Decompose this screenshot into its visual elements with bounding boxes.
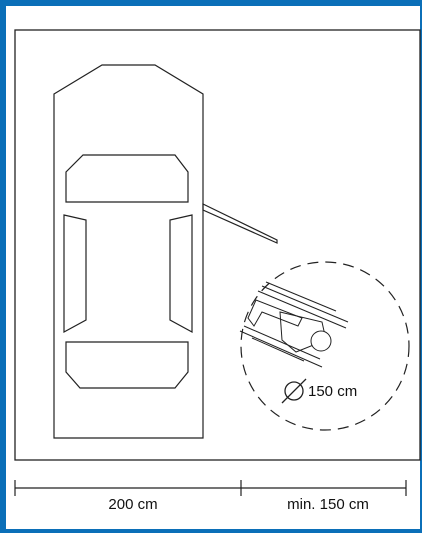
car-window-left [63,214,87,334]
turning-circle [240,261,410,431]
wheelchair-user-icon [239,281,349,368]
parking-bay-outline [14,29,421,461]
car [53,64,278,439]
car-open-door [202,203,278,244]
car-space-width-label: 200 cm [108,496,157,513]
car-body [53,64,204,439]
car-window-right [169,214,193,334]
dimension-line [14,480,407,496]
diameter-icon [281,378,307,404]
turning-circle-label: 150 cm [308,383,357,400]
car-windshield [65,154,189,203]
car-rear-window [65,341,189,389]
access-space-width-label: min. 150 cm [287,496,369,513]
diagram-frame [6,6,420,529]
